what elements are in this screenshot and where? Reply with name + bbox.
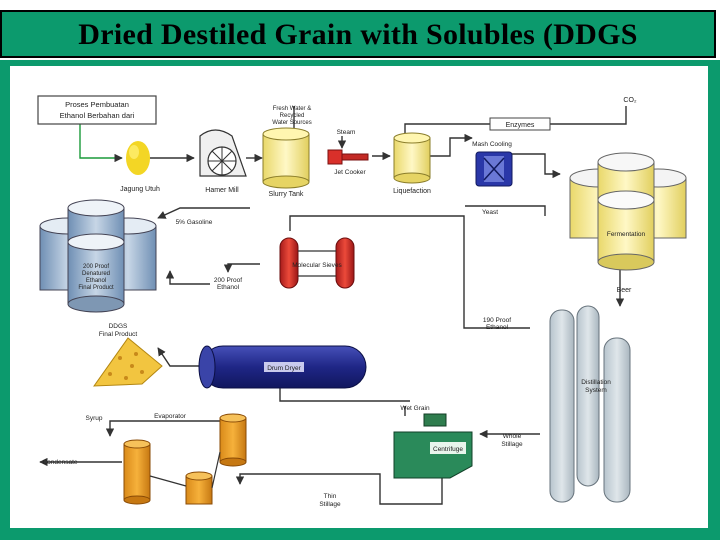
proof190-label-2: Ethanol <box>486 324 509 331</box>
proof200e-label: 200 Proof <box>214 277 242 284</box>
thin-label-2: Stillage <box>319 501 341 508</box>
jetcooker-label: Jet Cooker <box>334 169 366 176</box>
process-diagram: Proses Pembuatan Ethanol Berbahan dari J… <box>37 95 687 508</box>
slurry-label: Slurry Tank <box>269 191 304 198</box>
distillation-system: Distillation System <box>549 305 631 503</box>
molecular-sieves: Molecular Sieves <box>279 237 355 289</box>
slurry-tank: Fresh Water & Recycled Water Sources Slu… <box>262 106 312 198</box>
hammer-mill-icon: Hamer Mill <box>199 129 247 194</box>
proses-label-2: Ethanol Berbahan dari <box>60 111 135 120</box>
distillation-label: Distillation <box>581 379 611 386</box>
jagung-label: Jagung Utuh <box>120 186 160 193</box>
freshwater-label-3: Water Sources <box>272 120 311 126</box>
proof200-label-3: Ethanol <box>86 278 106 284</box>
whole-label: Whole <box>503 433 522 440</box>
diagram-canvas: Proses Pembuatan Ethanol Berbahan dari J… <box>10 66 708 528</box>
corn-icon: Jagung Utuh <box>120 141 160 193</box>
ddgs-pile: DDGS Final Product <box>93 323 163 387</box>
freshwater-label: Fresh Water & <box>273 106 311 112</box>
mash-cooling: Mash Cooling <box>472 141 513 187</box>
drum-dryer: Drum Dryer <box>198 345 367 389</box>
proof200-ethanol-text: 200 Proof Ethanol <box>214 277 242 291</box>
proses-label: Proses Pembuatan <box>65 100 129 109</box>
hammer-label: Hamer Mill <box>205 187 239 194</box>
thin-label: Thin <box>324 493 337 500</box>
whole-stillage-text: Whole Stillage <box>501 433 523 448</box>
enzymes-box: Enzymes <box>489 117 551 131</box>
whole-label-2: Stillage <box>501 441 523 448</box>
mash-label: Mash Cooling <box>472 141 512 148</box>
condensate-label: Condensate <box>42 459 77 466</box>
sieves-label: Molecular Sieves <box>292 262 342 269</box>
title-bar: Dried Destiled Grain with Solubles (DDGS <box>0 10 716 58</box>
proof190-text: 190 Proof Ethanol <box>483 317 511 331</box>
proof200-label: 200 Proof <box>83 264 109 270</box>
fermentation-label: Fermentation <box>607 231 646 238</box>
fermentation-tanks: Fermentation <box>569 152 687 271</box>
yeast-label: Yeast <box>482 209 498 216</box>
proof200-label-2: Denatured <box>82 271 110 277</box>
page-title: Dried Destiled Grain with Solubles (DDGS <box>78 18 638 51</box>
beer-label: Beer <box>617 287 632 294</box>
liquefaction-tank: Liquefaction <box>393 132 431 195</box>
drumdryer-label: Drum Dryer <box>267 365 301 372</box>
thin-stillage-text: Thin Stillage <box>319 493 341 508</box>
steam-label: Steam <box>337 129 356 136</box>
proof200-label-4: Final Product <box>78 285 114 291</box>
jet-cooker: Steam Jet Cooker <box>327 129 369 176</box>
syrup-label: Syrup <box>86 415 103 422</box>
ddgs-label: DDGS <box>109 323 128 330</box>
evaporator-label: Evaporator <box>154 413 187 420</box>
liquefaction-label: Liquefaction <box>393 188 431 195</box>
denatured-tanks: 200 Proof Denatured Ethanol Final Produc… <box>39 199 157 313</box>
centrifuge: Wet Grain Centrifuge <box>393 405 473 479</box>
co2-label: CO₂ <box>623 97 637 104</box>
gasoline-label: 5% Gasoline <box>176 219 213 226</box>
distillation-label-2: System <box>585 387 607 394</box>
evaporator: Syrup Evaporator <box>86 413 247 505</box>
proof190-label: 190 Proof <box>483 317 511 324</box>
enzymes-label: Enzymes <box>506 122 535 129</box>
centrifuge-label: Centrifuge <box>433 446 463 453</box>
ddgs-label-2: Final Product <box>99 331 137 338</box>
freshwater-label-2: Recycled <box>280 113 305 119</box>
proof200e-label-2: Ethanol <box>217 284 240 291</box>
wetgrain-label: Wet Grain <box>400 405 430 412</box>
proses-box: Proses Pembuatan Ethanol Berbahan dari <box>37 95 157 125</box>
